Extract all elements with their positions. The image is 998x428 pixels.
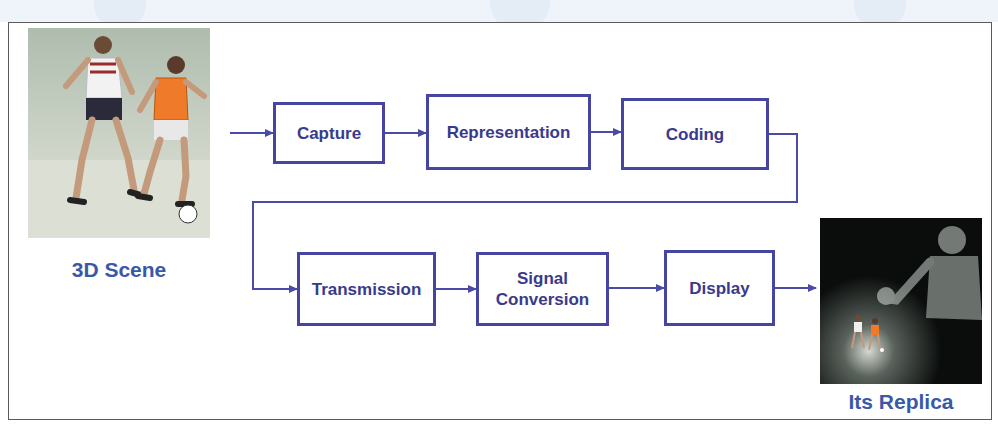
box-label: Display [689, 278, 749, 299]
figure-caption: 3D Scene [72, 258, 167, 286]
flow-arrow [609, 287, 664, 289]
box-label: Signal Conversion [487, 268, 598, 310]
flow-arrow [436, 288, 476, 290]
flow-arrow [775, 287, 816, 289]
box-label: Transmission [312, 279, 422, 300]
box-label: Coding [666, 124, 725, 145]
process-box: Transmission [297, 252, 436, 326]
flow-arrow [230, 132, 273, 134]
flow-arrow [385, 132, 426, 134]
scene-figure: 3D Scene [28, 28, 210, 286]
frame [9, 23, 992, 420]
replica-figure: Its Replica [820, 218, 982, 418]
flow-arrow [591, 131, 621, 133]
photo-ground [820, 218, 982, 384]
ball [179, 205, 197, 223]
figure-caption: Its Replica [848, 390, 953, 418]
box-label: Capture [297, 123, 361, 144]
process-box: Representation [426, 94, 591, 170]
player-white [66, 36, 144, 202]
small-players [852, 315, 884, 352]
process-box: Display [664, 250, 775, 326]
process-box: Coding [621, 98, 769, 170]
virtual-player [877, 226, 982, 320]
process-box: Capture [273, 102, 385, 164]
box-label: Representation [447, 122, 571, 143]
player-orange [138, 56, 204, 204]
process-box: Signal Conversion [476, 252, 609, 326]
photo-ground [28, 28, 210, 238]
